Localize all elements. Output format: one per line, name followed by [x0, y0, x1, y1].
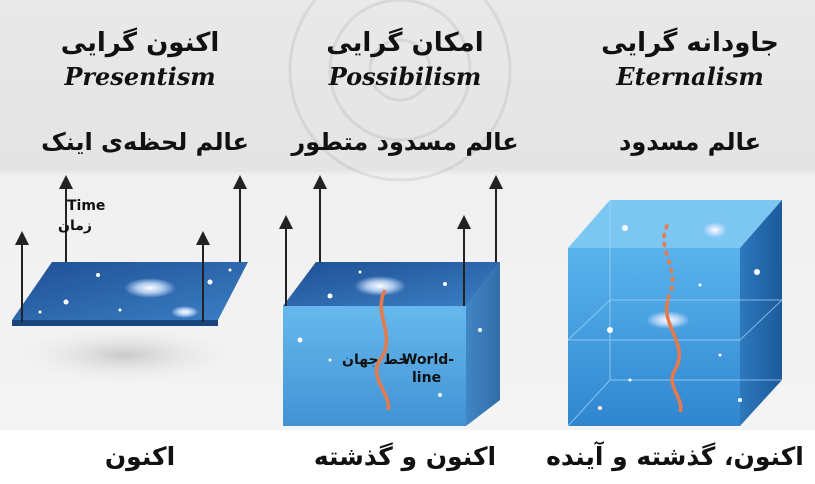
slab-shadow [5, 325, 245, 385]
worldline-label-fa: خط جهان [342, 352, 409, 368]
possibilism-figure [279, 175, 503, 426]
galaxy-icon [354, 276, 406, 296]
galaxy-icon [124, 278, 176, 298]
presentism-bottom-label: اکنون [104, 442, 176, 471]
eternalism-title-fa: جاودانه گرایی [601, 28, 779, 58]
past-block-side [466, 262, 500, 426]
block-universe-front [568, 248, 740, 426]
possibilism-title-en: Possibilism [328, 62, 482, 91]
eternalism-bottom-label: اکنون، گذشته و آینده [546, 442, 804, 471]
worldline-label-en-2: line [412, 370, 442, 386]
star-icons [38, 268, 232, 314]
eternalism-title-en: Eternalism [616, 62, 764, 91]
presentism-title-en: Presentism [64, 62, 216, 91]
presentism-figure [5, 175, 248, 385]
time-label-en: Time [67, 198, 106, 214]
future-worldline [662, 224, 675, 300]
presentism-title-fa: اکنون گرایی [60, 28, 220, 58]
eternalism-figure [567, 200, 784, 427]
possibilism-title-fa: امکان گرایی [326, 28, 484, 58]
possibilism-bottom-label: اکنون و گذشته [313, 442, 497, 471]
block-universe-top [568, 200, 782, 248]
presentism-subtitle: عالم لحظه‌ی اینک [41, 128, 249, 156]
watermark-logo [288, 0, 512, 182]
worldline-label-en-1: World- [402, 352, 455, 368]
star-icons [297, 270, 482, 397]
eternalism-subtitle: عالم مسدود [619, 128, 761, 156]
galaxy-icon [171, 306, 199, 318]
time-label-fa: زمان [58, 218, 92, 234]
star-icons [598, 225, 760, 410]
worldline-curve [664, 299, 683, 413]
possibilism-subtitle: عالم مسدود متطور [291, 128, 519, 156]
now-slab-edge [12, 320, 218, 326]
time-arrows [279, 175, 503, 306]
past-block-front [283, 306, 466, 426]
galaxy-icon [703, 222, 727, 238]
worldline-curve [374, 289, 391, 411]
time-arrows [15, 175, 247, 322]
block-universe-side [740, 200, 782, 426]
